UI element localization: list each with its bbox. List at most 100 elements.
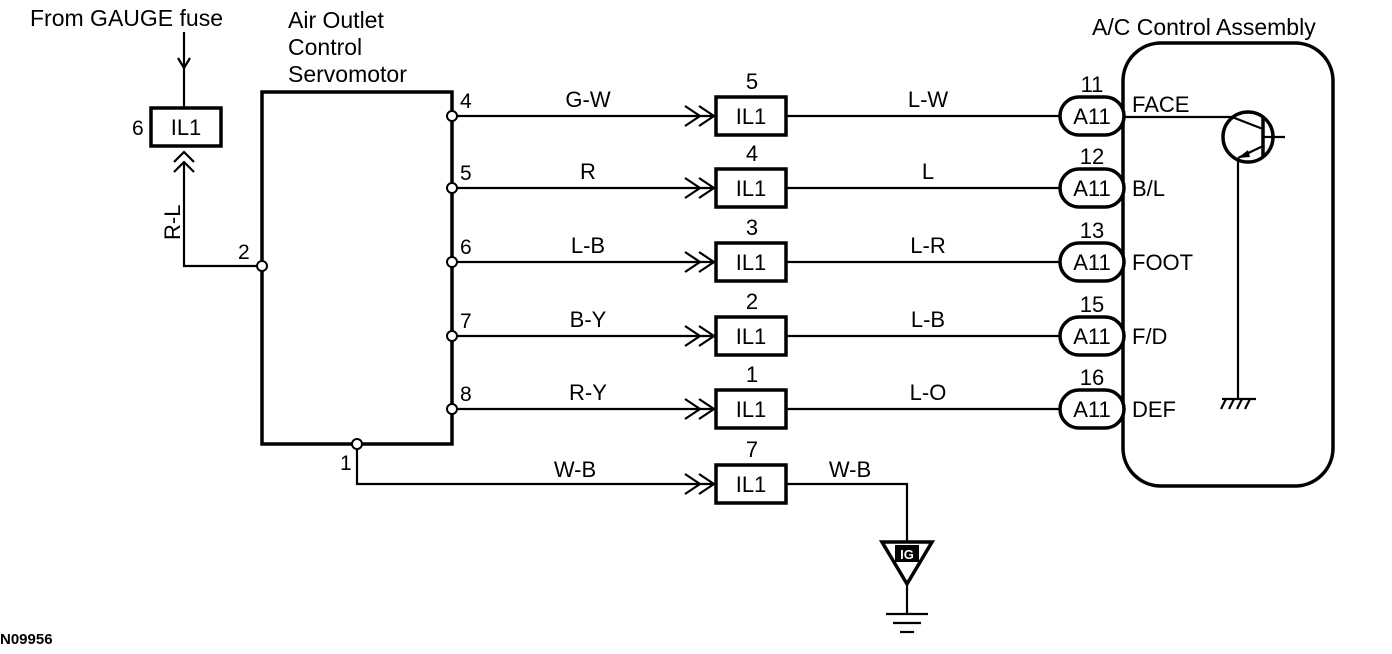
wire-in-arrow [698, 251, 716, 273]
a11-connector-label: A11 [1073, 324, 1111, 349]
servo-pin-1: 1 [340, 452, 352, 475]
ac-function-label: FACE [1132, 92, 1189, 117]
ground-wire-out-color: W-B [829, 457, 871, 482]
servo-terminal [446, 403, 458, 415]
servo-terminal-1 [351, 438, 363, 450]
a11-connector-label: A11 [1073, 176, 1111, 201]
servo-terminal-2 [256, 260, 268, 272]
wire-in-color: R [580, 159, 596, 184]
ground-il-connector-label: IL1 [736, 472, 767, 497]
ac-control-title: A/C Control Assembly [1092, 14, 1316, 40]
il-connector-pin: 5 [746, 69, 758, 94]
servo-pin-number: 8 [460, 383, 472, 406]
wire-in-arrow [698, 398, 716, 420]
feed-connector-box [149, 106, 223, 148]
a11-connector-pin: 13 [1080, 218, 1104, 243]
a11-connector-box [1058, 167, 1126, 209]
ground-arrow-2 [698, 473, 716, 495]
servo-terminal [446, 256, 458, 268]
servo-title-line-3: Servomotor [288, 61, 407, 87]
il-connector-pin: 4 [746, 141, 758, 166]
wire-in-arrow [698, 177, 716, 199]
ac-function-label: B/L [1132, 176, 1165, 201]
ground-arrow-1 [684, 473, 702, 495]
a11-connector-box [1058, 241, 1126, 283]
wire-in-color: B-Y [570, 307, 607, 332]
wire-out-color: L-W [908, 87, 949, 112]
ac-function-label: F/D [1132, 324, 1167, 349]
servo-pin-2: 2 [238, 241, 250, 264]
feed-connector-pin: 6 [132, 117, 144, 140]
a11-connector-box [1058, 388, 1126, 430]
servo-terminal [446, 182, 458, 194]
wire-out-color: L-O [910, 380, 947, 405]
wire-in-arrow [684, 325, 702, 347]
feed-circuit: IL1 6 R-L 2 [132, 32, 262, 268]
il-connector-label: IL1 [736, 104, 767, 129]
signal-line: 7 B-Y IL1 2L-B A11 15F/D [446, 289, 1167, 357]
feed-connector-label: IL1 [171, 115, 202, 140]
il-connector-pin: 1 [746, 362, 758, 387]
il-connector-pin: 2 [746, 289, 758, 314]
wire-out-color: L [922, 159, 934, 184]
fuse-source-label: From GAUGE fuse [30, 5, 223, 31]
a11-connector-label: A11 [1073, 250, 1111, 275]
feed-wire-color: R-L [160, 205, 185, 240]
ac-function-label: DEF [1132, 397, 1176, 422]
ground-il-pin: 7 [746, 437, 758, 462]
ground-wire-out [786, 482, 909, 542]
il-connector-box [714, 241, 788, 283]
wire-out-color: L-B [911, 307, 945, 332]
wire-in-color: G-W [565, 87, 610, 112]
servo-terminal [446, 110, 458, 122]
wire-in-arrow [684, 177, 702, 199]
il-connector-pin: 3 [746, 215, 758, 240]
ac-ground-icon [1220, 397, 1256, 410]
wire-in-arrow [684, 105, 702, 127]
servo-terminal [446, 330, 458, 342]
transistor-icon [1125, 110, 1285, 398]
a11-connector-label: A11 [1073, 104, 1111, 129]
a11-connector-pin: 15 [1080, 292, 1104, 317]
servo-title-line-2: Control [288, 34, 362, 60]
il-connector-box [714, 95, 788, 137]
wire-in-arrow [698, 105, 716, 127]
a11-connector-pin: 11 [1081, 72, 1104, 97]
wire-in-arrow [684, 251, 702, 273]
feed-chevron-upper [173, 150, 195, 163]
fuse-feed-arrow [177, 57, 191, 71]
ac-function-label: FOOT [1132, 250, 1193, 275]
il-connector-label: IL1 [736, 176, 767, 201]
servo-pin-number: 7 [460, 310, 472, 333]
servo-pin-number: 6 [460, 236, 472, 259]
ground-point-label: IG [900, 547, 914, 562]
a11-connector-pin: 12 [1080, 144, 1104, 169]
ground-point-tag [895, 545, 919, 562]
il-connector-label: IL1 [736, 324, 767, 349]
ground-wire-in-color: W-B [554, 457, 596, 482]
wire-out-color: L-R [910, 233, 945, 258]
ground-point-triangle [878, 540, 936, 588]
servo-pin-number: 4 [460, 90, 472, 113]
a11-connector-label: A11 [1073, 397, 1111, 422]
wire-in-arrow [698, 325, 716, 347]
feed-wire-to-servo [182, 162, 262, 268]
ground-il-connector-box [714, 463, 788, 505]
figure-id: N09956 [0, 631, 53, 648]
wire-in-color: R-Y [569, 380, 607, 405]
a11-connector-pin: 16 [1080, 365, 1104, 390]
il-connector-label: IL1 [736, 250, 767, 275]
servo-title-line-1: Air Outlet [288, 7, 384, 33]
a11-connector-box [1058, 95, 1126, 137]
il-connector-label: IL1 [736, 397, 767, 422]
wire-in-color: L-B [571, 233, 605, 258]
ground-wire-in [355, 449, 716, 486]
a11-connector-box [1058, 315, 1126, 357]
servomotor-body [260, 90, 454, 446]
